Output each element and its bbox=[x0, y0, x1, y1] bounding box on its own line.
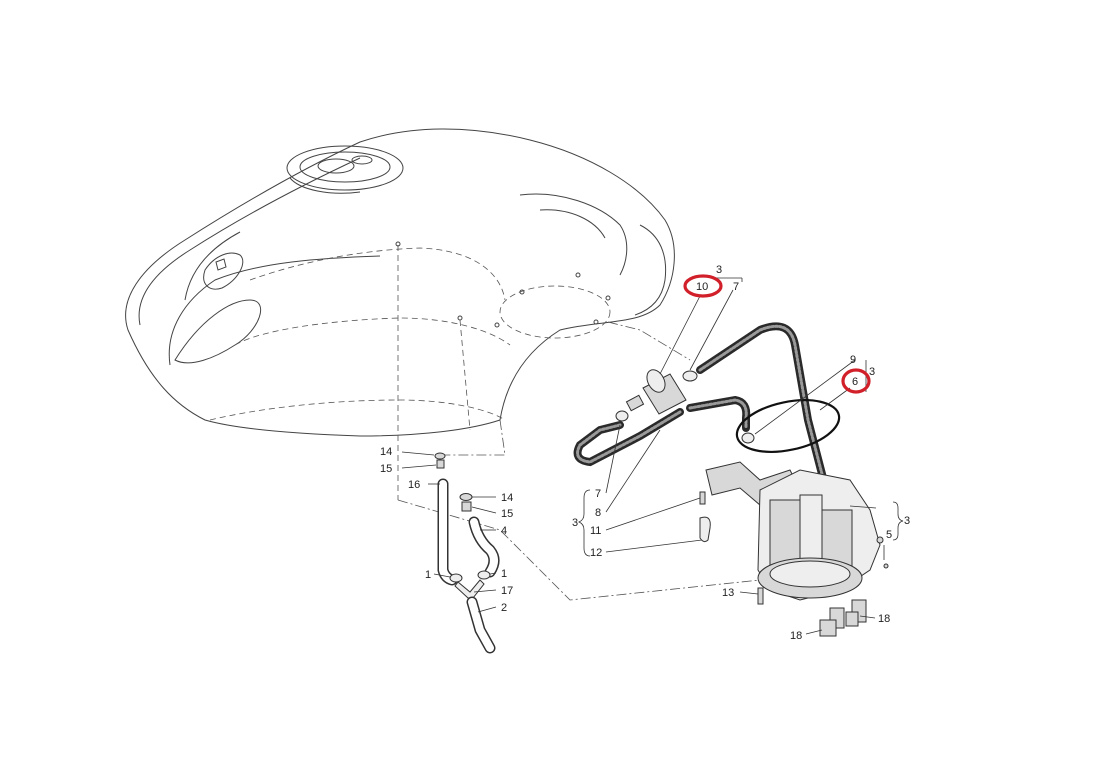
callout-11: 11 bbox=[590, 525, 601, 537]
callout-14: 14 bbox=[380, 446, 392, 458]
callout-1: 1 bbox=[501, 568, 507, 580]
callout-9: 9 bbox=[850, 354, 856, 366]
callout-18: 18 bbox=[878, 613, 890, 625]
alignment-line bbox=[607, 321, 691, 361]
callout-15: 15 bbox=[501, 508, 513, 520]
callout-8: 8 bbox=[595, 507, 601, 519]
alignment-line bbox=[440, 419, 506, 456]
breather-hose-assembly bbox=[434, 452, 500, 654]
fuel-pump-assembly bbox=[573, 322, 889, 637]
callout-4: 4 bbox=[501, 525, 507, 537]
callout-2: 2 bbox=[501, 602, 507, 614]
callout-15: 15 bbox=[380, 463, 392, 475]
callout-1: 1 bbox=[425, 569, 431, 581]
callout-5: 5 bbox=[886, 529, 892, 541]
highlight-ring-part-10 bbox=[683, 274, 723, 298]
callout-14: 14 bbox=[501, 492, 513, 504]
callout-labels: 14 15 16 14 15 4 1 1 17 2 3 10 7 9 6 3 3… bbox=[380, 264, 910, 642]
callout-6: 6 bbox=[852, 376, 858, 388]
callout-12: 12 bbox=[590, 547, 602, 559]
callout-3: 3 bbox=[869, 366, 875, 378]
callout-18: 18 bbox=[790, 630, 802, 642]
fuel-tank bbox=[125, 128, 675, 500]
callout-10: 10 bbox=[696, 281, 708, 293]
callout-13: 13 bbox=[722, 587, 734, 599]
highlight-ring-part-6 bbox=[841, 368, 871, 394]
callout-17: 17 bbox=[501, 585, 513, 597]
callout-7: 7 bbox=[595, 488, 601, 500]
callout-3: 3 bbox=[716, 264, 722, 276]
callout-16: 16 bbox=[408, 479, 420, 491]
callout-7: 7 bbox=[733, 281, 739, 293]
leader-lines bbox=[401, 277, 904, 635]
callout-3: 3 bbox=[904, 515, 910, 527]
callout-3: 3 bbox=[572, 517, 578, 529]
